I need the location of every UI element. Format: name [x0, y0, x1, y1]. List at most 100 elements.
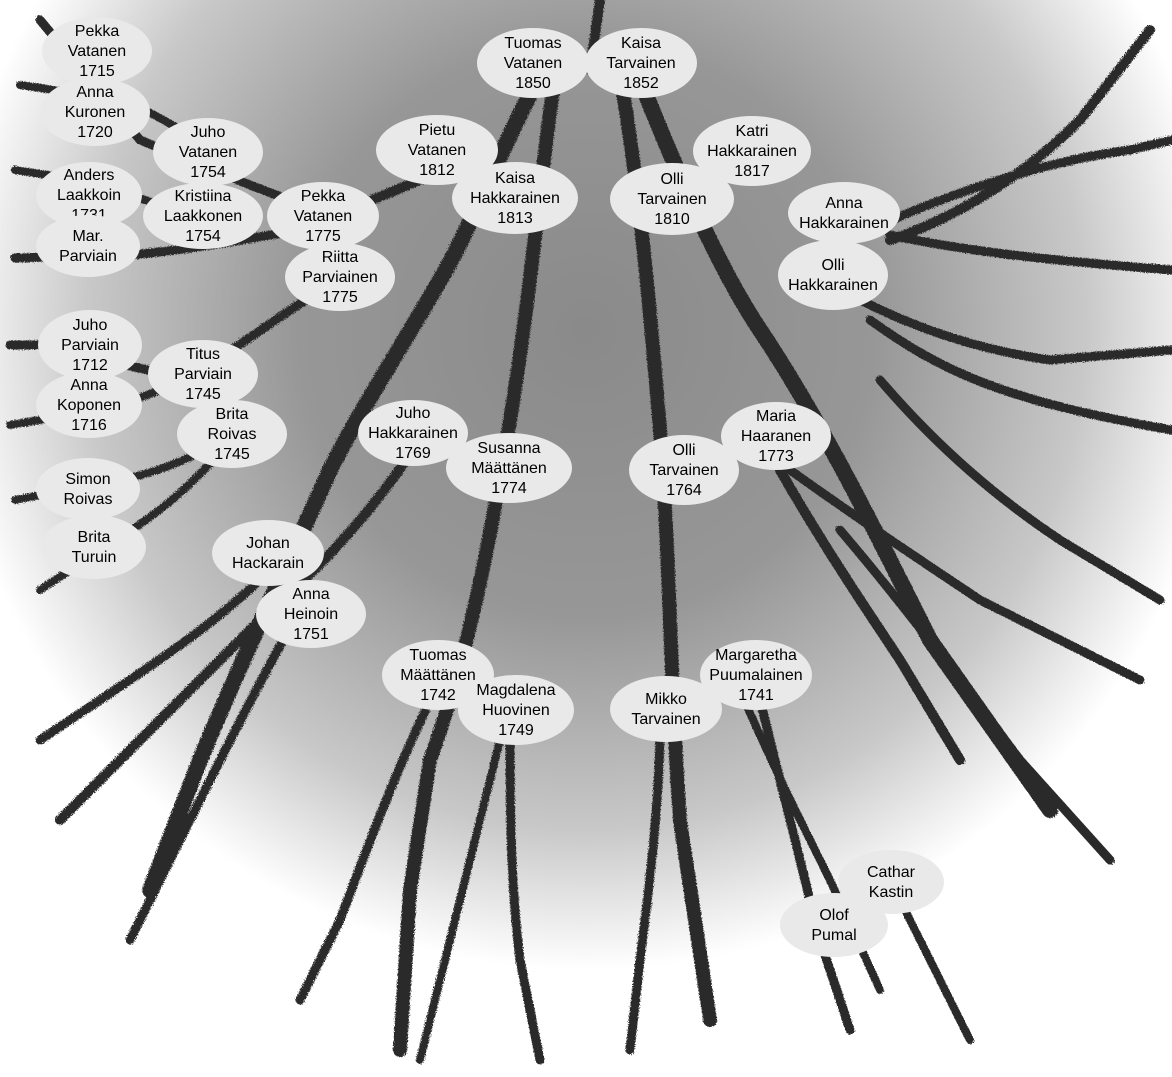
last-name: Laakkonen: [163, 208, 243, 225]
first-name: Titus: [185, 346, 221, 363]
last-name: Hackarain: [231, 555, 305, 572]
birth-year: 1812: [419, 162, 455, 179]
first-name: Olli: [821, 257, 845, 274]
birth-year: 1817: [734, 163, 770, 180]
birth-year: 1769: [395, 445, 431, 462]
first-name: Tuomas: [504, 35, 562, 52]
branch: [875, 375, 1165, 605]
person-node[interactable]: Johan Hackarain: [212, 520, 324, 586]
last-name: Roivas: [63, 491, 113, 508]
person-node[interactable]: Olli Hakkarainen: [778, 240, 888, 310]
birth-year: 1745: [214, 446, 250, 463]
first-name: Mikko: [645, 691, 687, 708]
branch: [625, 715, 665, 1055]
last-name: Vatanen: [293, 208, 353, 225]
first-name: Pekka: [300, 188, 346, 205]
last-name: Pumal: [811, 927, 857, 944]
person-node[interactable]: Anna Heinoin 1751: [256, 580, 366, 648]
birth-year: 1720: [77, 124, 113, 141]
person-node[interactable]: Katri Hakkarainen 1817: [693, 116, 811, 186]
last-name: Parviain: [59, 248, 117, 265]
last-name: Vatanen: [67, 43, 127, 60]
person-node[interactable]: Juho Vatanen 1754: [153, 118, 263, 186]
first-name: Juho: [190, 124, 226, 141]
branch: [885, 25, 1155, 245]
person-node[interactable]: Anna Kuronen 1720: [40, 78, 150, 146]
first-name: Kaisa: [620, 35, 662, 52]
first-name: Anna: [70, 377, 108, 394]
first-name: Juho: [395, 405, 431, 422]
person-node[interactable]: Margaretha Puumalainen 1741: [700, 640, 812, 710]
last-name: Koponen: [56, 397, 122, 414]
first-name: Anders: [63, 167, 115, 184]
branch: [885, 230, 1172, 275]
first-name: Brita: [215, 406, 249, 423]
birth-year: 1751: [293, 626, 329, 643]
last-name: Määttänen: [400, 667, 476, 684]
birth-year: 1712: [72, 357, 108, 374]
last-name: Vatanen: [178, 144, 238, 161]
person-node[interactable]: Pietu Vatanen 1812: [376, 115, 498, 185]
last-name: Kastin: [868, 884, 914, 901]
person-node[interactable]: Pekka Vatanen 1715: [42, 17, 152, 85]
branch: [855, 295, 1172, 365]
person-node[interactable]: Brita Roivas 1745: [177, 400, 287, 468]
last-name: Hakkarainen: [707, 143, 797, 160]
last-name: Määttänen: [471, 460, 547, 477]
person-node[interactable]: Olli Tarvainen 1810: [610, 163, 734, 235]
last-name: Vatanen: [503, 55, 563, 72]
branch: [736, 686, 884, 994]
birth-year: 1715: [79, 63, 115, 80]
person-node[interactable]: Anna Hakkarainen: [788, 182, 900, 244]
person-node[interactable]: Mikko Tarvainen: [610, 676, 722, 742]
person-node[interactable]: Juho Parviain 1712: [38, 310, 142, 380]
birth-year: 1764: [666, 482, 702, 499]
first-name: Mar.: [72, 228, 104, 245]
person-node[interactable]: Olli Tarvainen 1764: [629, 435, 739, 505]
first-name: Juho: [72, 317, 108, 334]
last-name: Tarvainen: [631, 711, 701, 728]
person-node[interactable]: Maria Haaranen 1773: [721, 402, 831, 470]
last-name: Heinoin: [283, 606, 339, 623]
person-node[interactable]: Kristiina Laakkonen 1754: [143, 183, 263, 249]
branch: [875, 135, 1172, 230]
birth-year: 1810: [654, 211, 690, 228]
first-name: Susanna: [477, 440, 541, 457]
person-node[interactable]: Olof Pumal: [780, 893, 888, 957]
first-name: Maria: [755, 408, 796, 425]
person-node[interactable]: Anders Laakkoin 1731: [36, 162, 142, 228]
last-name: Parviainen: [302, 269, 378, 286]
person-node[interactable]: Susanna Määttänen 1774: [446, 433, 572, 503]
first-name: Anna: [825, 195, 863, 212]
branch: [35, 565, 275, 745]
last-name: Parviain: [174, 366, 232, 383]
person-node[interactable]: Titus Parviain 1745: [148, 340, 258, 408]
first-name: Olli: [660, 171, 684, 188]
first-name: Katri: [735, 123, 769, 140]
birth-year: 1754: [190, 164, 226, 181]
birth-year: 1850: [515, 75, 551, 92]
person-node[interactable]: Anna Koponen 1716: [36, 372, 142, 438]
person-node[interactable]: Kaisa Tarvainen 1852: [585, 28, 697, 98]
birth-year: 1716: [71, 417, 107, 434]
first-name: Anna: [292, 586, 330, 603]
person-node[interactable]: Pekka Vatanen 1775: [267, 182, 379, 250]
first-name: Pietu: [418, 122, 456, 139]
person-node[interactable]: Riitta Parviainen 1775: [285, 243, 395, 311]
first-name: Olof: [819, 907, 849, 924]
birth-year: 1813: [497, 210, 533, 227]
person-node[interactable]: Magdalena Huovinen 1749: [458, 675, 574, 745]
first-name: Tuomas: [409, 647, 467, 664]
last-name: Huovinen: [482, 702, 550, 719]
first-name: Pekka: [74, 23, 120, 40]
person-node[interactable]: Kaisa Hakkarainen 1813: [452, 162, 578, 234]
person-node[interactable]: Tuomas Vatanen 1850: [477, 28, 589, 98]
person-node[interactable]: Brita Turuin: [42, 515, 146, 579]
first-name: Simon: [65, 471, 111, 488]
person-node[interactable]: Simon Roivas: [36, 458, 140, 520]
last-name: Hakkarainen: [470, 190, 560, 207]
first-name: Johan: [246, 535, 290, 552]
person-node[interactable]: Mar. Parviain: [36, 215, 140, 277]
birth-year: 1742: [420, 687, 456, 704]
first-name: Anna: [76, 84, 114, 101]
